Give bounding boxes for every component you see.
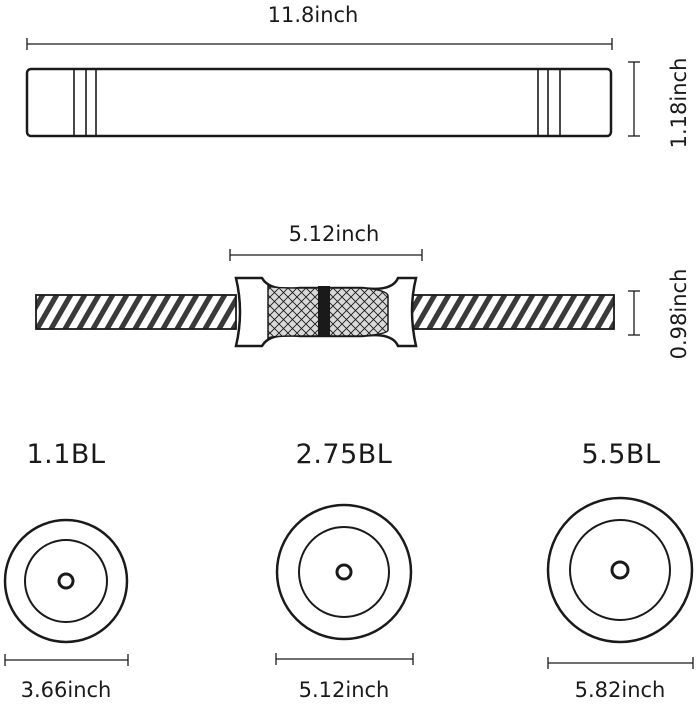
grip-length-dimension: 5.12inch bbox=[229, 222, 423, 261]
threaded-right-end bbox=[409, 294, 615, 330]
plate-small: 1.1BL 3.66inch bbox=[3, 439, 129, 702]
grip-length-label: 5.12inch bbox=[289, 222, 380, 246]
bar-body bbox=[25, 67, 613, 138]
plate-medium-diameter-dimension: 5.12inch bbox=[275, 653, 414, 702]
handle-diameter-dimension: 0.98inch bbox=[628, 269, 691, 360]
plate-medium: 2.75BL 5.12inch bbox=[275, 439, 414, 702]
plate-large-diameter-dimension: 5.82inch bbox=[547, 657, 694, 702]
bar-length-dimension: 11.8inch bbox=[26, 3, 613, 50]
plate-small-diameter-dimension: 3.66inch bbox=[4, 654, 129, 702]
handle-diameter-label: 0.98inch bbox=[667, 269, 691, 360]
bar-height-label: 1.18inch bbox=[667, 58, 691, 149]
plate-small-diameter-label: 3.66inch bbox=[21, 678, 112, 700]
bar-length-label: 11.8inch bbox=[268, 3, 359, 27]
plate-medium-diameter-label: 5.12inch bbox=[299, 678, 390, 700]
plate-small-weight-label: 1.1BL bbox=[26, 439, 105, 470]
bar-height-dimension: 1.18inch bbox=[628, 58, 691, 149]
handle-grip bbox=[234, 276, 418, 348]
plate-large: 5.5BL 5.82inch bbox=[546, 439, 694, 702]
plate-large-diameter-label: 5.82inch bbox=[575, 678, 666, 700]
threaded-left-end bbox=[35, 294, 237, 330]
plate-large-weight-label: 5.5BL bbox=[581, 439, 660, 470]
plate-medium-weight-label: 2.75BL bbox=[296, 439, 393, 470]
